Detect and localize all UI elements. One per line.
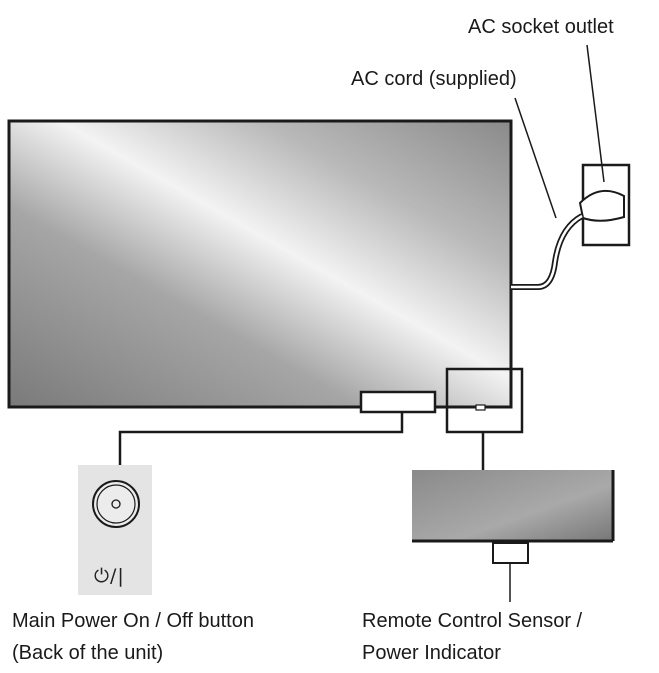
ac-socket-outlet-label: AC socket outlet bbox=[468, 16, 614, 38]
main-power-sublabel: (Back of the unit) bbox=[12, 642, 164, 664]
leader-lines bbox=[514, 44, 605, 219]
power-indicator-label: Power Indicator bbox=[362, 642, 501, 664]
ac-cord bbox=[511, 213, 584, 290]
main-power-button-panel bbox=[78, 465, 152, 595]
remote-sensor-location bbox=[445, 367, 524, 470]
power-button-icon bbox=[92, 480, 140, 528]
remote-sensor-label: Remote Control Sensor / bbox=[362, 610, 583, 632]
remote-sensor-zoom bbox=[412, 470, 615, 602]
main-power-label: Main Power On / Off button bbox=[12, 610, 254, 632]
power-standby-symbol: ⏻/| bbox=[94, 565, 125, 587]
ac-socket-outlet bbox=[578, 163, 631, 247]
display-panel bbox=[7, 119, 513, 409]
main-power-button-location bbox=[118, 390, 437, 465]
ac-cord-label: AC cord (supplied) bbox=[351, 68, 517, 90]
